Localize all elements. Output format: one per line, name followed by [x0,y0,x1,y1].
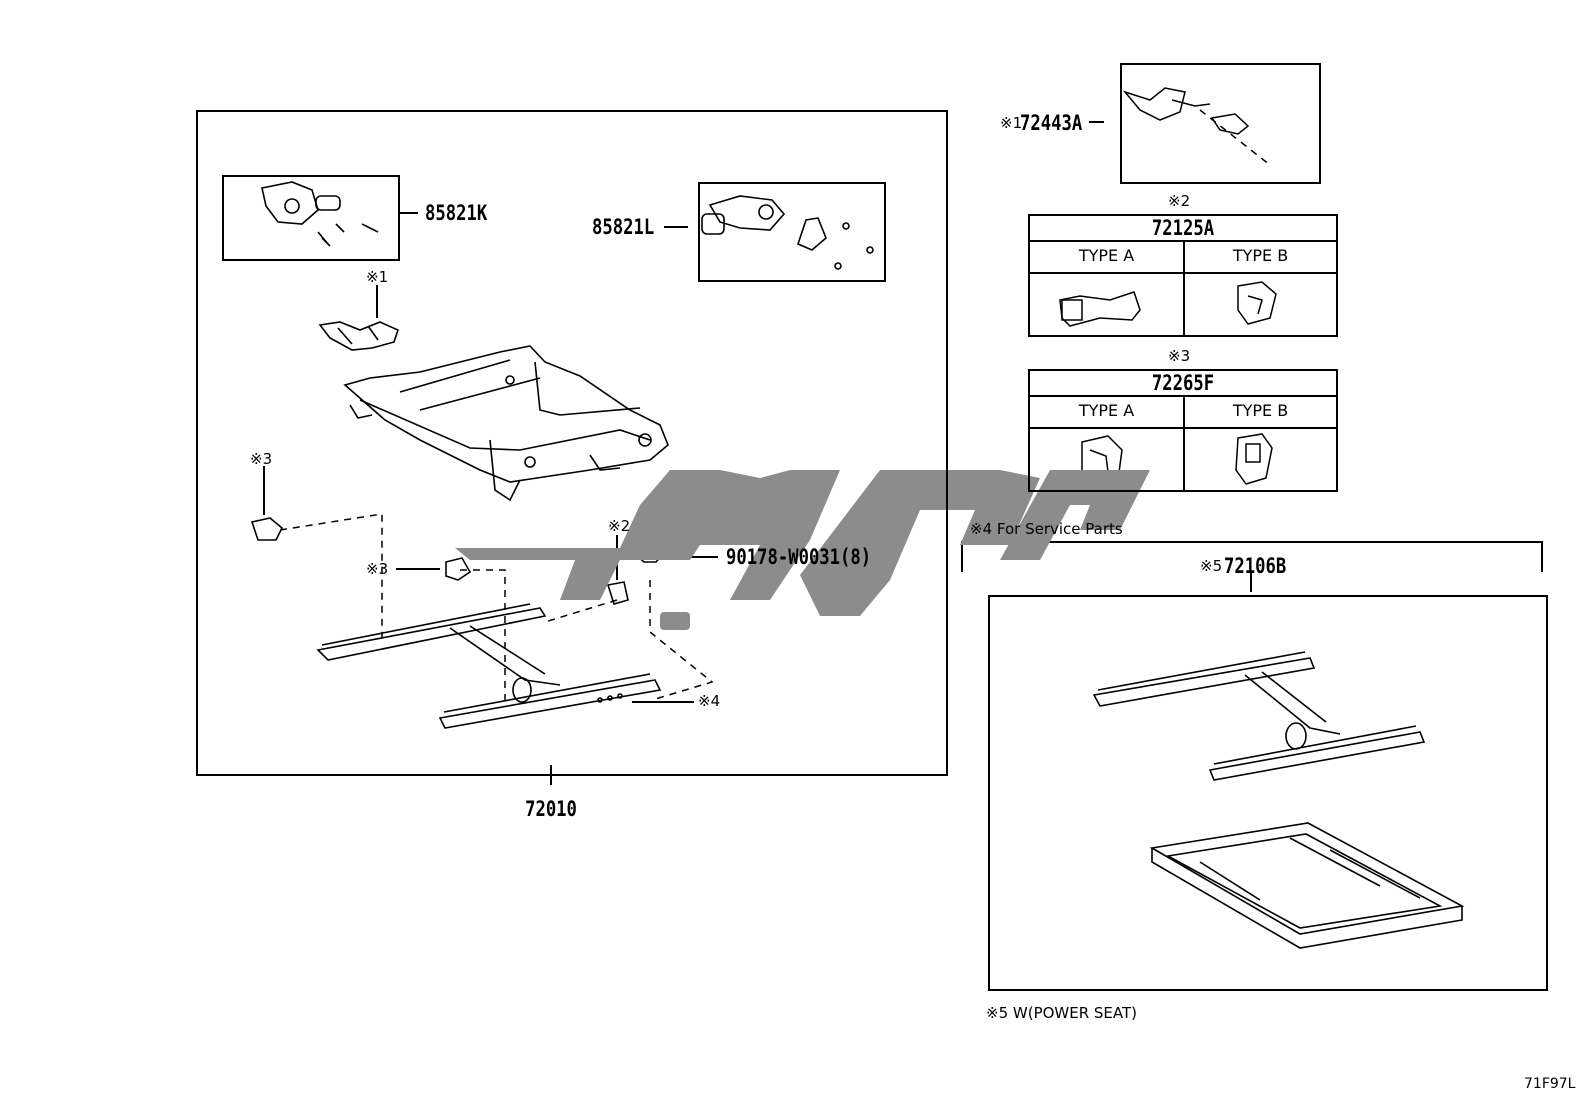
label-table2-ref: ※3 [1168,347,1191,365]
label-72010: 72010 [525,797,577,821]
label-ref3-left: ※3 [250,450,273,468]
label-ref2: ※2 [608,517,631,535]
label-72106b: 72106B [1224,554,1287,578]
label-85821k: 85821K [425,201,488,225]
label-service-ref: ※5 [1200,557,1223,575]
table2-type-b: TYPE B [1232,401,1289,420]
table1-type-b: TYPE B [1232,246,1289,265]
label-service-footnote: ※5 W(POWER SEAT) [986,1004,1138,1022]
service-box [988,595,1548,991]
table1-type-a: TYPE A [1078,246,1135,265]
diagram-code: 71F97L [1524,1076,1576,1092]
clip-72125a-illustrations [1059,281,1277,327]
watermark-logo [455,470,1150,630]
label-90178-w0031: 90178-W0031(8) [726,545,872,569]
label-service-note: ※4 For Service Parts [970,520,1123,538]
motor-l-box [698,182,886,282]
harness-box [1120,63,1321,184]
seat-frame-illustration [318,321,669,502]
label-ref4: ※4 [698,692,721,710]
label-harness-ref: ※1 [1000,114,1023,132]
label-ref1: ※1 [366,268,389,286]
rail-illustration-service [1092,651,1426,781]
harness-illustration [1122,87,1271,166]
label-72443a: 72443A [1020,111,1083,135]
rail-illustration-main [316,603,662,729]
label-72125a: 72125A [1151,216,1215,240]
motor-k-box [222,175,400,261]
table2-type-a: TYPE A [1078,401,1135,420]
label-85821l: 85821L [592,215,655,239]
tray-illustration [1149,822,1465,949]
label-ref3-mid: ※3 [366,560,389,578]
alignment-lines [279,513,714,701]
table-72125a [1028,214,1338,337]
service-bracket [961,541,1543,572]
label-72265f: 72265F [1151,371,1215,395]
table-72265f [1028,369,1338,492]
motor-illustrations [261,181,874,270]
label-table1-ref: ※2 [1168,192,1191,210]
main-assembly-frame [196,110,948,776]
